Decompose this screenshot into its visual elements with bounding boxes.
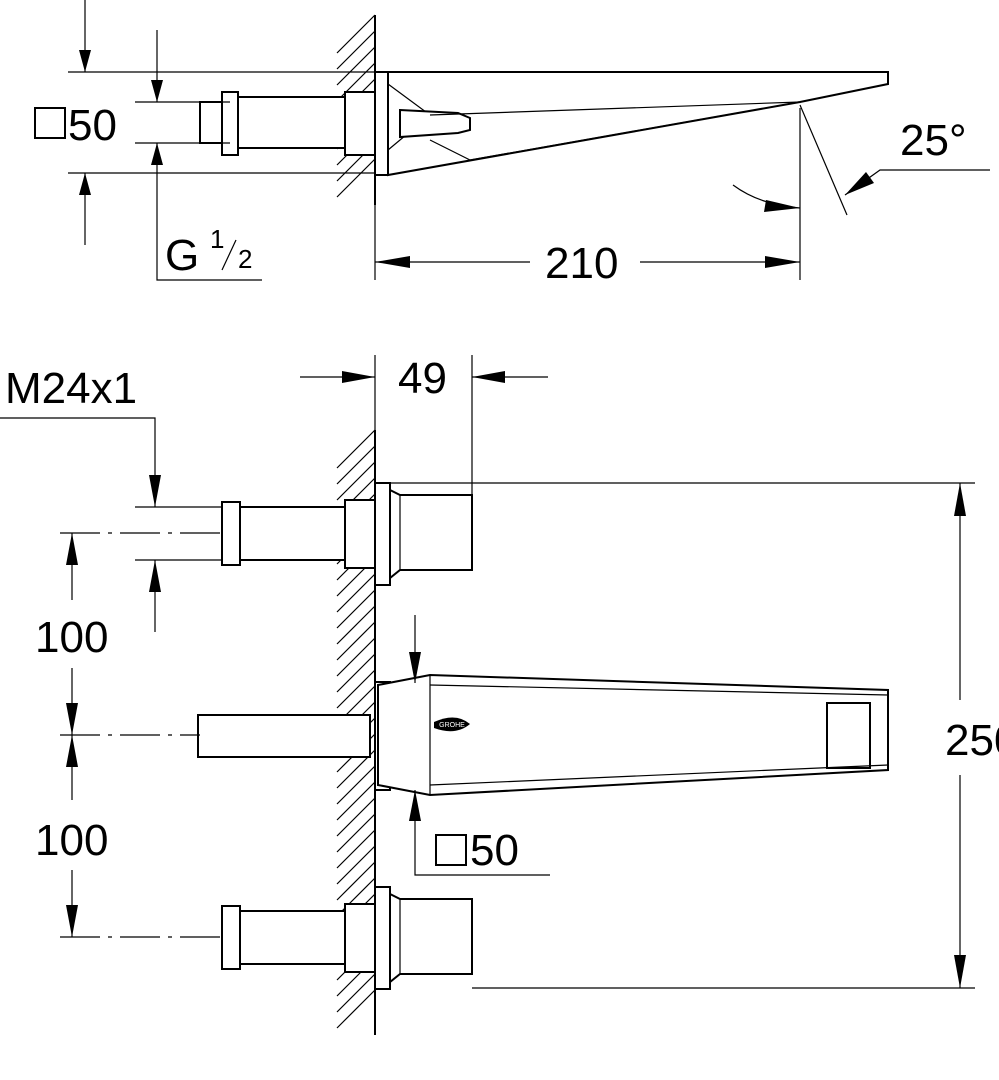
hatch-line (336, 973, 376, 1013)
hatch-line (336, 46, 376, 86)
hatch-line (336, 765, 376, 805)
aerator-outlet (826, 702, 871, 769)
hatch-line (336, 461, 376, 501)
thread-label: G (165, 231, 199, 280)
square-symbol-icon (34, 107, 66, 139)
svg-text:GROHE: GROHE (439, 722, 465, 729)
hatch-line (336, 14, 376, 54)
hatch-line (336, 445, 376, 485)
square-symbol-icon (435, 834, 467, 866)
hatch-line (336, 877, 376, 917)
hatch-line (336, 797, 376, 837)
front-view: 49 M24x1 (0, 354, 999, 990)
hatch-line (336, 429, 376, 469)
hatch-line (336, 781, 376, 821)
square-size-label: 50 (470, 826, 519, 875)
hatch-line (336, 653, 376, 693)
hatch-line (336, 605, 376, 645)
spacing-upper-dimension: 100 (35, 613, 108, 662)
total-height-dimension: 250 (945, 716, 999, 765)
thread-fraction-den: 2 (238, 244, 252, 274)
thread-label: M24x1 (5, 364, 137, 413)
hatch-line (336, 845, 376, 885)
hatch-line (336, 829, 376, 869)
projection-dimension: 210 (545, 239, 618, 288)
angle-dimension: 25° (900, 116, 967, 165)
grohe-logo: GROHE (434, 717, 470, 732)
spout-front: GROHE (197, 673, 889, 797)
hatch-line (336, 989, 376, 1029)
supply-pipe (199, 91, 376, 156)
handle-depth-dimension: 49 (398, 354, 447, 403)
hatch-line (336, 573, 376, 613)
handle-upper (221, 482, 473, 586)
hatch-line (336, 813, 376, 853)
square-size-label: 50 (68, 101, 117, 150)
hatch-line (336, 637, 376, 677)
hatch-line (336, 621, 376, 661)
hatch-line (336, 861, 376, 901)
hatch-line (336, 589, 376, 629)
hatch-line (336, 158, 376, 198)
spout-top (374, 71, 889, 177)
top-view: 50 G 1 2 210 25° (34, 0, 990, 288)
hatch-line (336, 669, 376, 709)
hatch-line (336, 30, 376, 70)
thread-fraction-num: 1 (210, 224, 224, 254)
hatch-line (336, 62, 376, 102)
wall-hatching-front (336, 429, 376, 1029)
spacing-lower-dimension: 100 (35, 816, 108, 865)
handle-lower (221, 886, 473, 990)
